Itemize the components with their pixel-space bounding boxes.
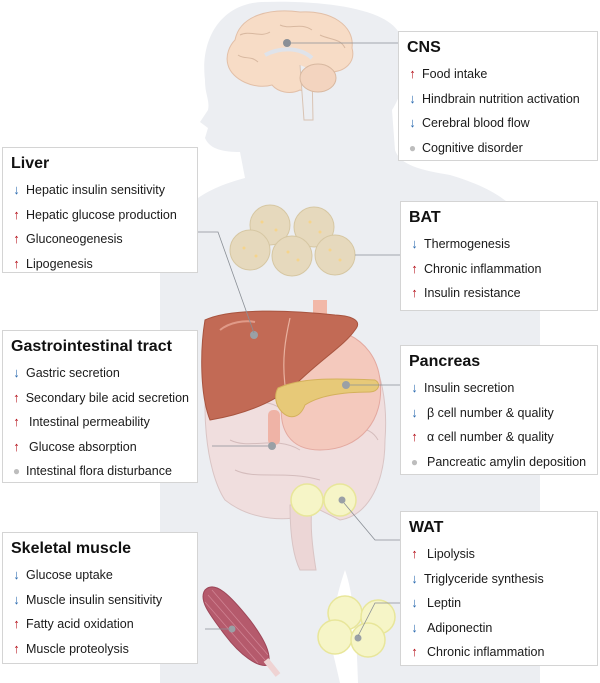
pancreas-item: ↑α cell number & quality xyxy=(409,425,589,450)
bat-panel: BAT ↓Thermogenesis ↑Chronic inflammation… xyxy=(400,201,598,311)
wat-item: ↓Adiponectin xyxy=(409,616,589,641)
wat-item: ↓Leptin xyxy=(409,591,589,616)
increase-arrow-icon: ↑ xyxy=(411,546,418,561)
decrease-arrow-icon: ↓ xyxy=(411,570,418,586)
decrease-arrow-icon: ↓ xyxy=(411,595,418,610)
liver-item: ↑Hepatic glucose production xyxy=(11,203,189,228)
wat-leader-line-1 xyxy=(343,502,400,541)
decrease-arrow-icon: ↓ xyxy=(13,567,20,582)
liver-item: ↑Gluconeogenesis xyxy=(11,227,189,252)
gi-item: ↓Gastric secretion xyxy=(11,361,189,386)
pancreas-anchor-dot xyxy=(342,381,350,389)
gi-panel: Gastrointestinal tract ↓Gastric secretio… xyxy=(2,330,198,483)
decrease-arrow-icon: ↓ xyxy=(409,115,416,130)
wat-panel: WAT ↑Lipolysis ↓Triglyceride synthesis ↓… xyxy=(400,511,598,666)
increase-arrow-icon: ↑ xyxy=(13,438,20,454)
neutral-dot-icon: ● xyxy=(410,454,419,469)
skeletal-muscle-item: ↓Glucose uptake xyxy=(11,563,189,588)
bat-title: BAT xyxy=(409,209,441,226)
increase-arrow-icon: ↑ xyxy=(411,644,418,659)
cns-anchor-dot xyxy=(283,39,291,47)
muscle-icon xyxy=(202,586,281,677)
cns-item: ●Cognitive disorder xyxy=(407,136,589,161)
decrease-arrow-icon: ↓ xyxy=(409,90,416,106)
pancreas-item: ↓β cell number & quality xyxy=(409,401,589,426)
wat-subcutaneous-icon xyxy=(317,595,396,658)
liver-anchor-dot xyxy=(250,331,258,339)
liver-icon xyxy=(201,310,359,421)
neutral-dot-icon: ● xyxy=(12,464,21,478)
gi-item: ↑Intestinal permeability xyxy=(11,410,189,435)
liver-title: Liver xyxy=(11,155,50,172)
bat-item: ↓Thermogenesis xyxy=(409,232,589,257)
increase-arrow-icon: ↑ xyxy=(13,255,20,271)
skeletal-muscle-panel: Skeletal muscle ↓Glucose uptake ↓Muscle … xyxy=(2,532,198,664)
liver-leader-line xyxy=(198,231,255,334)
gi-item: ↑Secondary bile acid secretion xyxy=(11,386,189,411)
cns-title: CNS xyxy=(407,39,441,56)
cns-item: ↓Cerebral blood flow xyxy=(407,111,589,136)
gi-anchor-dot xyxy=(268,442,276,450)
wat-leader-line-2 xyxy=(357,602,400,637)
liver-item: ↑Lipogenesis xyxy=(11,252,189,277)
decrease-arrow-icon: ↓ xyxy=(411,236,418,251)
decrease-arrow-icon: ↓ xyxy=(411,619,418,635)
skeletal-muscle-item: ↑Muscle proteolysis xyxy=(11,637,189,662)
gi-title: Gastrointestinal tract xyxy=(11,338,172,355)
neutral-dot-icon: ● xyxy=(408,140,417,155)
decrease-arrow-icon: ↓ xyxy=(411,380,418,395)
brain-icon xyxy=(226,10,354,121)
liver-item: ↓Hepatic insulin sensitivity xyxy=(11,178,189,203)
pancreas-item: ↓Insulin secretion xyxy=(409,376,589,401)
decrease-arrow-icon: ↓ xyxy=(411,404,418,420)
increase-arrow-icon: ↑ xyxy=(409,66,416,81)
skeletal-muscle-item: ↓Muscle insulin sensitivity xyxy=(11,588,189,613)
increase-arrow-icon: ↑ xyxy=(411,285,418,300)
increase-arrow-icon: ↑ xyxy=(411,429,418,444)
increase-arrow-icon: ↑ xyxy=(13,414,20,429)
decrease-arrow-icon: ↓ xyxy=(13,365,20,380)
skeletal-muscle-title: Skeletal muscle xyxy=(11,540,132,557)
wat-item: ↑Lipolysis xyxy=(409,542,589,567)
pancreas-item: ●Pancreatic amylin deposition xyxy=(409,450,589,475)
increase-arrow-icon: ↑ xyxy=(13,206,20,222)
cns-panel: CNS ↑Food intake ↓Hindbrain nutrition ac… xyxy=(398,31,598,161)
wat-item: ↓Triglyceride synthesis xyxy=(409,567,589,592)
increase-arrow-icon: ↑ xyxy=(13,389,20,405)
gi-item: ●Intestinal flora disturbance xyxy=(11,459,189,484)
wat-item: ↑Chronic inflammation xyxy=(409,640,589,665)
increase-arrow-icon: ↑ xyxy=(13,640,20,656)
pancreas-icon xyxy=(275,378,380,418)
bat-item: ↑Insulin resistance xyxy=(409,281,589,306)
wat-title: WAT xyxy=(409,519,444,536)
pancreas-title: Pancreas xyxy=(409,353,481,370)
liver-panel: Liver ↓Hepatic insulin sensitivity ↑Hepa… xyxy=(2,147,198,273)
bat-cells-icon xyxy=(229,204,356,277)
cns-item: ↑Food intake xyxy=(407,62,589,87)
gi-item: ↑Glucose absorption xyxy=(11,435,189,460)
decrease-arrow-icon: ↓ xyxy=(13,182,20,197)
increase-arrow-icon: ↑ xyxy=(411,260,418,276)
decrease-arrow-icon: ↓ xyxy=(13,591,20,607)
increase-arrow-icon: ↑ xyxy=(13,231,20,246)
increase-arrow-icon: ↑ xyxy=(13,616,20,631)
pancreas-panel: Pancreas ↓Insulin secretion ↓β cell numb… xyxy=(400,345,598,475)
bat-item: ↑Chronic inflammation xyxy=(409,257,589,282)
cns-item: ↓Hindbrain nutrition activation xyxy=(407,87,589,112)
skeletal-muscle-item: ↑Fatty acid oxidation xyxy=(11,612,189,637)
